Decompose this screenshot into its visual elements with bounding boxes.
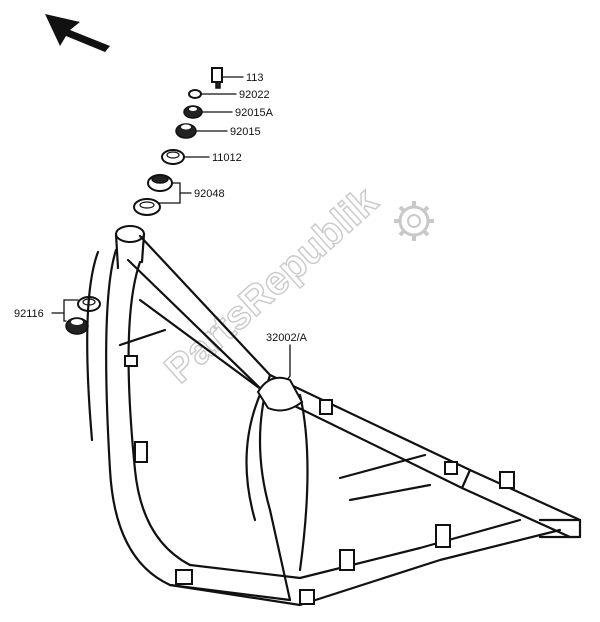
front-arrow-icon — [45, 14, 110, 52]
label-113: 113 — [246, 72, 264, 84]
label-92022: 92022 — [239, 89, 270, 101]
label-92048: 92048 — [194, 188, 225, 200]
nut-92015 — [175, 123, 197, 139]
bearing-upper-92048 — [147, 174, 173, 192]
label-32002a: 32002/A — [266, 332, 308, 344]
gear-icon — [394, 201, 434, 241]
label-11012: 11012 — [212, 152, 242, 164]
label-92116: 92116 — [14, 308, 44, 320]
nut-92015a — [183, 105, 203, 119]
label-92015: 92015 — [230, 126, 261, 138]
part-labels: 113 92022 92015A 92015 11012 92048 92116… — [14, 72, 308, 344]
bolt-113 — [211, 67, 223, 89]
motorcycle-frame — [86, 225, 582, 607]
watermark: PartsRepublik — [156, 178, 387, 393]
ring-11012 — [161, 149, 185, 165]
race-upper-92048 — [133, 198, 161, 216]
bearing-lower-92116 — [65, 317, 89, 335]
label-92015a: 92015A — [235, 107, 274, 119]
washer-92022 — [188, 89, 202, 99]
watermark-text: PartsRepublik — [157, 179, 387, 392]
